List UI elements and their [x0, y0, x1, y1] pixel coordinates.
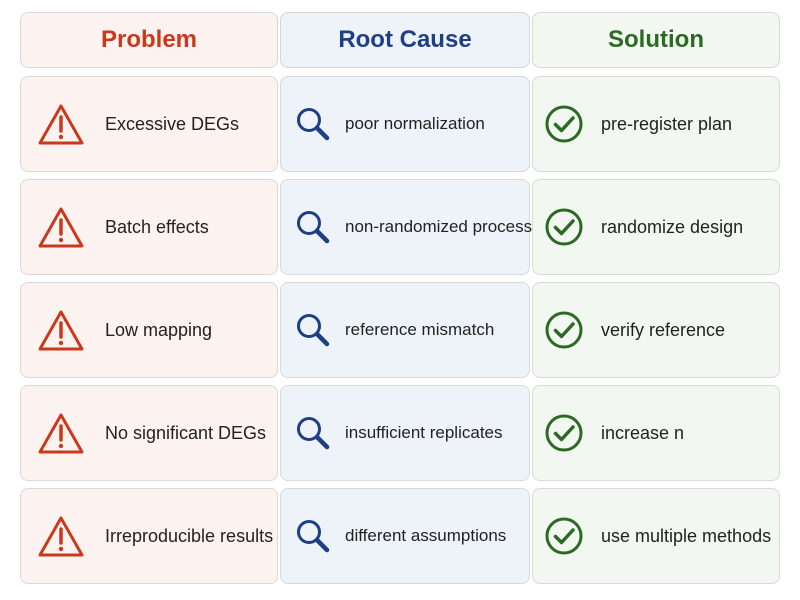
- solution-label: verify reference: [601, 319, 726, 340]
- root-cause-label: poor normalization: [345, 114, 485, 133]
- problem-label: Batch effects: [105, 216, 209, 237]
- solution-label: use multiple methods: [601, 525, 772, 546]
- problem-label: Excessive DEGs: [105, 113, 240, 134]
- warning-triangle-icon: [37, 205, 85, 249]
- comparison-table: Problem Excessive DEGs Batch effects Low…: [20, 12, 780, 584]
- solution-label: pre-register plan: [601, 113, 733, 134]
- solution-cell: use multiple methods: [532, 488, 780, 584]
- root-cause-column: Root Cause poor normalization non-random…: [280, 12, 555, 584]
- problem-label: Low mapping: [105, 319, 213, 340]
- warning-triangle-icon: [37, 308, 85, 352]
- solution-label: increase n: [601, 422, 685, 443]
- magnifier-icon: [293, 105, 333, 143]
- solution-column: Solution pre-register plan randomize des…: [532, 12, 780, 584]
- root-cause-cell: non-randomized processing: [280, 179, 555, 275]
- warning-triangle-icon: [37, 102, 85, 146]
- solution-cell: pre-register plan: [532, 76, 780, 172]
- solution-cell: increase n: [532, 385, 780, 481]
- root-cause-cell: different assumptions: [280, 488, 530, 584]
- warning-triangle-icon: [37, 411, 85, 455]
- root-cause-cell: insufficient replicates: [280, 385, 530, 481]
- problem-cell: No significant DEGs: [20, 385, 278, 481]
- problem-header: Problem: [20, 12, 278, 68]
- root-cause-label: reference mismatch: [345, 320, 495, 339]
- problem-cell: Excessive DEGs: [20, 76, 278, 172]
- check-circle-icon: [543, 310, 585, 350]
- root-cause-cell: poor normalization: [280, 76, 530, 172]
- problem-column: Problem Excessive DEGs Batch effects Low…: [20, 12, 278, 584]
- check-circle-icon: [543, 413, 585, 453]
- problem-label: Irreproducible results: [105, 525, 274, 546]
- problem-cell: Irreproducible results: [20, 488, 278, 584]
- problem-label: No significant DEGs: [105, 422, 267, 443]
- solution-cell: randomize design: [532, 179, 780, 275]
- check-circle-icon: [543, 104, 585, 144]
- root-cause-cell: reference mismatch: [280, 282, 530, 378]
- magnifier-icon: [293, 208, 333, 246]
- check-circle-icon: [543, 516, 585, 556]
- warning-triangle-icon: [37, 514, 85, 558]
- solution-label: randomize design: [601, 216, 744, 237]
- root-cause-label: different assumptions: [345, 526, 507, 545]
- check-circle-icon: [543, 207, 585, 247]
- magnifier-icon: [293, 414, 333, 452]
- problem-cell: Batch effects: [20, 179, 278, 275]
- root-cause-label: insufficient replicates: [345, 423, 503, 442]
- solution-header: Solution: [532, 12, 780, 68]
- problem-cell: Low mapping: [20, 282, 278, 378]
- root-cause-label: non-randomized processing: [345, 217, 555, 236]
- magnifier-icon: [293, 311, 333, 349]
- solution-cell: verify reference: [532, 282, 780, 378]
- root-cause-header: Root Cause: [280, 12, 530, 68]
- magnifier-icon: [293, 517, 333, 555]
